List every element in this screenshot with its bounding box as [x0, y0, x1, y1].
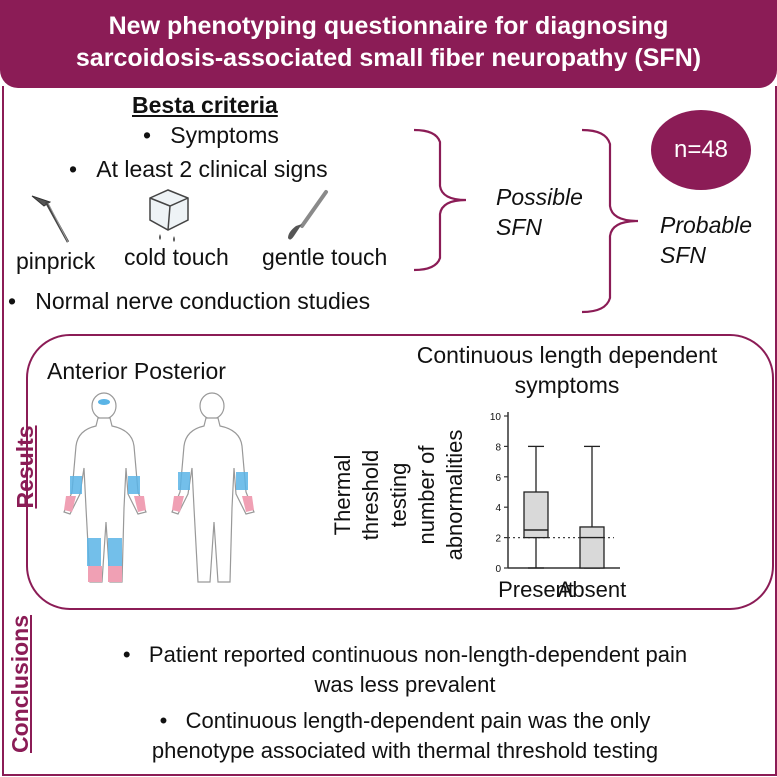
- brush-icon: [288, 190, 328, 240]
- back-right-arm-symptom-area: [236, 472, 248, 490]
- ice-cube-icon: [149, 189, 189, 242]
- y-tick-label: 4: [495, 503, 501, 514]
- header-title-line1: New phenotyping questionnaire for diagno…: [108, 12, 669, 40]
- sample-size-badge: n=48: [651, 110, 751, 190]
- conclusion-bullet-2: • Continuous length-dependent pain was t…: [40, 706, 770, 766]
- category-label-present: Present: [498, 577, 574, 602]
- bullet-text: At least 2 clinical signs: [96, 156, 328, 182]
- probable-sfn-label: Probable SFN: [660, 210, 752, 270]
- conclusion-2-line2: phenotype associated with thermal thresh…: [151, 738, 659, 763]
- y-tick-label: 8: [495, 442, 501, 453]
- possible-line1: Possible: [496, 184, 583, 210]
- left-foot-symptom-area: [88, 566, 102, 582]
- header-banner: New phenotyping questionnaire for diagno…: [0, 0, 777, 88]
- criteria-title: Besta criteria: [132, 92, 278, 118]
- conclusions-side-label: Conclusions: [7, 614, 33, 753]
- posterior-figure: [171, 392, 255, 583]
- chart-title: Continuous length dependent symptoms: [378, 340, 756, 400]
- back-right-hand-symptom-area: [242, 496, 254, 512]
- anterior-figure: [63, 392, 147, 583]
- right-arm-symptom-area: [128, 476, 140, 494]
- y-tick-label: 10: [490, 412, 502, 423]
- results-panel: [26, 334, 774, 610]
- probable-line1: Probable: [660, 212, 753, 238]
- brace-probable: [581, 128, 639, 314]
- box-present: [523, 491, 549, 539]
- conclusion-1-line1: • Patient reported continuous non-length…: [122, 642, 688, 667]
- back-left-hand-symptom-area: [172, 496, 184, 512]
- y-axis-label-line: number of: [414, 445, 439, 545]
- conclusion-2-line1: • Continuous length-dependent pain was t…: [159, 708, 651, 733]
- right-leg-symptom-area: [108, 538, 122, 566]
- bullet-text: Continuous length-dependent pain was the…: [185, 708, 651, 733]
- views-label: Anterior Posterior: [47, 358, 226, 384]
- y-axis-label-line: threshold: [358, 450, 383, 541]
- bullet-text: Symptoms: [170, 122, 279, 148]
- y-tick-label: 2: [495, 534, 501, 545]
- brace-possible: [413, 128, 467, 272]
- criteria-bullet-signs: • At least 2 clinical signs: [69, 156, 328, 182]
- body-map-illustration: [63, 392, 255, 583]
- y-axis-label-line: testing: [386, 463, 411, 528]
- chart-title-line1: Continuous length dependent: [416, 342, 718, 368]
- y-tick-label: 6: [495, 473, 501, 484]
- left-hand-symptom-area: [64, 496, 76, 512]
- pinprick-icon: [31, 195, 70, 243]
- back-left-arm-symptom-area: [178, 472, 190, 490]
- left-leg-symptom-area: [87, 538, 101, 566]
- possible-sfn-label: Possible SFN: [496, 182, 583, 242]
- right-foot-symptom-area: [108, 566, 122, 582]
- probable-line2: SFN: [660, 242, 706, 268]
- chart-title-line2: symptoms: [514, 372, 620, 398]
- bullet-text: Normal nerve conduction studies: [35, 288, 371, 314]
- conclusion-1-line2: was less prevalent: [314, 672, 496, 697]
- criteria-bullet-symptoms: • Symptoms: [143, 122, 279, 148]
- bullet-text: Patient reported continuous non-length-d…: [148, 642, 688, 667]
- conclusion-bullet-1: • Patient reported continuous non-length…: [40, 640, 770, 700]
- possible-line2: SFN: [496, 214, 542, 240]
- y-axis-label-line: Thermal: [330, 455, 355, 536]
- box-absent: [579, 526, 605, 569]
- criteria-bullet-ncs: • Normal nerve conduction studies: [8, 288, 371, 314]
- header-title-line2: sarcoidosis-associated small fiber neuro…: [75, 44, 702, 72]
- results-side-label: Results: [12, 425, 38, 509]
- sign-label-gentle-touch: gentle touch: [262, 244, 388, 270]
- sign-label-pinprick: pinprick: [16, 248, 96, 274]
- head-symptom-area: [98, 399, 110, 405]
- category-label-absent: Absent: [558, 577, 627, 602]
- y-axis-label-line: abnormalities: [442, 430, 467, 561]
- right-hand-symptom-area: [134, 496, 146, 512]
- left-arm-symptom-area: [70, 476, 82, 494]
- y-tick-label: 0: [495, 564, 501, 575]
- sign-label-cold-touch: cold touch: [124, 244, 229, 270]
- content-frame: [2, 86, 777, 776]
